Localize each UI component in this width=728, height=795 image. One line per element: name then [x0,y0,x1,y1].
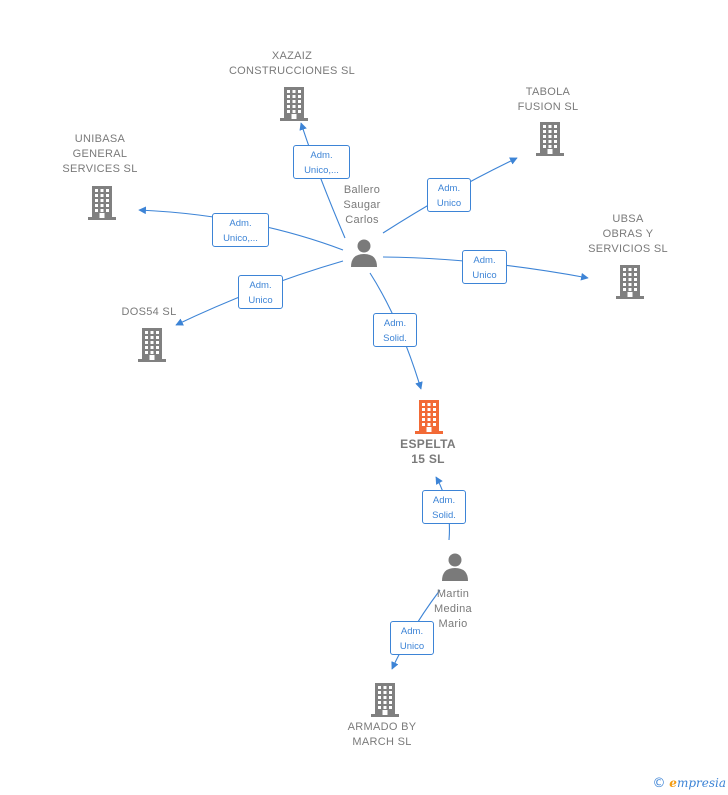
person-label-martin[interactable]: Martin Medina Mario [434,588,472,630]
company-label-xazaiz[interactable]: XAZAIZ CONSTRUCCIONES SL [228,50,356,77]
edge-label-ballero-espelta[interactable]: Adm. Solid. [373,313,417,347]
edge-label-ballero-dos54[interactable]: Adm. Unico [238,275,283,309]
edge-label-ballero-unibasa[interactable]: Adm. Unico,... [212,213,269,247]
company-label-armado[interactable]: ARMADO BY MARCH SL [347,721,417,748]
company-label-unibasa[interactable]: UNIBASA GENERAL SERVICES SL [62,133,138,175]
company-label-espelta[interactable]: ESPELTA 15 SL [400,437,456,466]
copyright-icon: © [652,776,666,791]
building-icon [534,120,566,161]
edge-label-ballero-xazaiz[interactable]: Adm. Unico,... [293,145,350,179]
building-icon [614,263,646,304]
company-label-ubsa[interactable]: UBSA OBRAS Y SERVICIOS SL [588,213,668,255]
company-label-dos54[interactable]: DOS54 SL [121,306,177,318]
edge-label-martin-espelta[interactable]: Adm. Solid. [422,490,466,524]
edge-label-ballero-tabola[interactable]: Adm. Unico [427,178,471,212]
person-icon [349,238,379,273]
building-icon [86,184,118,225]
empresia-watermark: © empresia [652,776,726,791]
person-label-ballero[interactable]: Ballero Saugar Carlos [343,184,381,226]
building-icon [278,85,310,126]
edge-label-ballero-ubsa[interactable]: Adm. Unico [462,250,507,284]
person-icon [440,552,470,587]
company-label-tabola[interactable]: TABOLA FUSION SL [517,86,579,113]
building-icon [136,326,168,367]
building-icon [413,398,445,439]
edge-label-martin-armado[interactable]: Adm. Unico [390,621,434,655]
brand-name: mpresia [676,776,726,790]
brand-e: e [669,776,677,790]
building-icon [369,681,401,722]
